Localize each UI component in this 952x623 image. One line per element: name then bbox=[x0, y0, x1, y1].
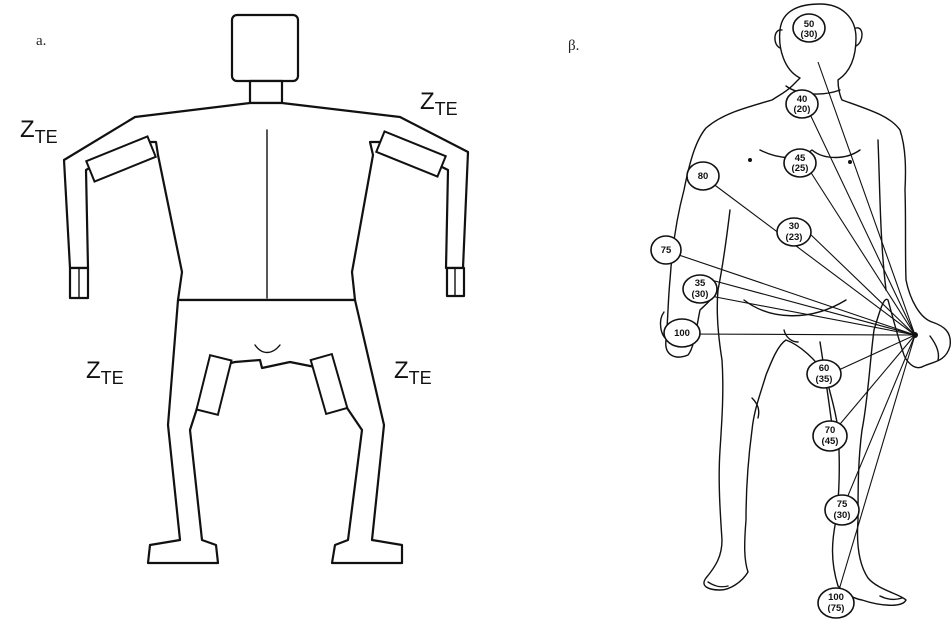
panel-a-shoulders-arms bbox=[64, 103, 468, 300]
panel-b-site-ankle: 100 (75) bbox=[818, 588, 854, 618]
panel-a-label-upper-right: ZTE bbox=[420, 88, 458, 119]
site-thigh-paren: (35) bbox=[816, 374, 833, 385]
ray-to-head bbox=[818, 62, 915, 335]
site-ankle-paren: (75) bbox=[828, 603, 845, 614]
panel-b-site-abdomen: 30 (23) bbox=[777, 218, 811, 246]
site-wrist-value: 100 bbox=[674, 328, 690, 339]
panel-a-label-lower-left: ZTE bbox=[86, 357, 124, 388]
site-elbow-value: 75 bbox=[661, 245, 672, 256]
panel-b: β. bbox=[568, 4, 950, 618]
site-thigh-value: 60 bbox=[819, 363, 830, 374]
site-ankle-value: 100 bbox=[828, 592, 844, 603]
panel-b-site-thigh: 60 (35) bbox=[807, 360, 841, 388]
panel-b-site-elbow: 75 bbox=[651, 236, 681, 264]
panel-b-site-knee: 70 (45) bbox=[813, 421, 847, 451]
site-abdomen-paren: (23) bbox=[786, 232, 803, 243]
site-shin-value: 75 bbox=[837, 499, 848, 510]
panel-b-right-hand-fingers bbox=[930, 336, 939, 360]
panel-b-left-ear bbox=[775, 30, 782, 48]
panel-b-right-arm-inner bbox=[878, 140, 886, 290]
site-chest-paren: (25) bbox=[792, 163, 809, 174]
ray-to-wrist bbox=[680, 334, 915, 335]
panel-b-site-upper-arm: 80 bbox=[687, 162, 719, 190]
ray-to-shin bbox=[842, 335, 915, 510]
panel-a-head bbox=[232, 15, 298, 81]
site-knee-value: 70 bbox=[825, 425, 836, 436]
ray-to-abdomen bbox=[808, 232, 915, 335]
site-abdomen-value: 30 bbox=[789, 221, 800, 232]
site-neck-paren: (20) bbox=[794, 104, 811, 115]
panel-a-tag: a. bbox=[36, 33, 46, 49]
panel-b-tag: β. bbox=[568, 38, 579, 54]
ray-to-ankle bbox=[836, 335, 915, 600]
panel-b-nipple-right bbox=[848, 160, 852, 164]
panel-a-neck bbox=[250, 81, 282, 103]
panel-b-reference-point bbox=[912, 332, 918, 338]
panel-b-site-forearm: 35 (30) bbox=[683, 275, 717, 303]
site-upper-arm-value: 80 bbox=[698, 171, 709, 182]
ray-to-upper-arm bbox=[708, 180, 915, 335]
site-head-paren: (30) bbox=[801, 29, 818, 40]
panel-a-legs bbox=[148, 300, 402, 563]
site-forearm-paren: (30) bbox=[692, 289, 709, 300]
panel-b-site-head: 50 (30) bbox=[793, 14, 825, 42]
panel-b-left-arm-inner bbox=[718, 210, 730, 290]
panel-b-right-foot-toes bbox=[880, 596, 902, 599]
site-forearm-value: 35 bbox=[695, 278, 706, 289]
site-knee-paren: (45) bbox=[822, 436, 839, 447]
panel-a-label-lower-right: ZTE bbox=[394, 357, 432, 388]
ray-to-forearm-a bbox=[700, 277, 915, 335]
panel-a-label-upper-left: ZTE bbox=[20, 116, 58, 147]
panel-b-site-wrist: 100 bbox=[664, 319, 700, 347]
panel-b-nipple-left bbox=[748, 158, 752, 162]
panel-b-site-shin: 75 (30) bbox=[825, 495, 859, 525]
panel-b-site-neck: 40 (20) bbox=[786, 90, 818, 118]
ray-to-forearm-b bbox=[700, 294, 915, 335]
panel-b-left-foot-toes bbox=[708, 582, 728, 587]
panel-b-right-ear bbox=[856, 28, 862, 46]
ray-to-neck bbox=[808, 110, 915, 335]
ray-to-knee bbox=[830, 335, 915, 436]
panel-a: a. ZTE ZTE ZTE ZTE bbox=[20, 15, 468, 563]
site-shin-paren: (30) bbox=[834, 510, 851, 521]
panel-b-site-chest: 45 (25) bbox=[784, 149, 816, 177]
